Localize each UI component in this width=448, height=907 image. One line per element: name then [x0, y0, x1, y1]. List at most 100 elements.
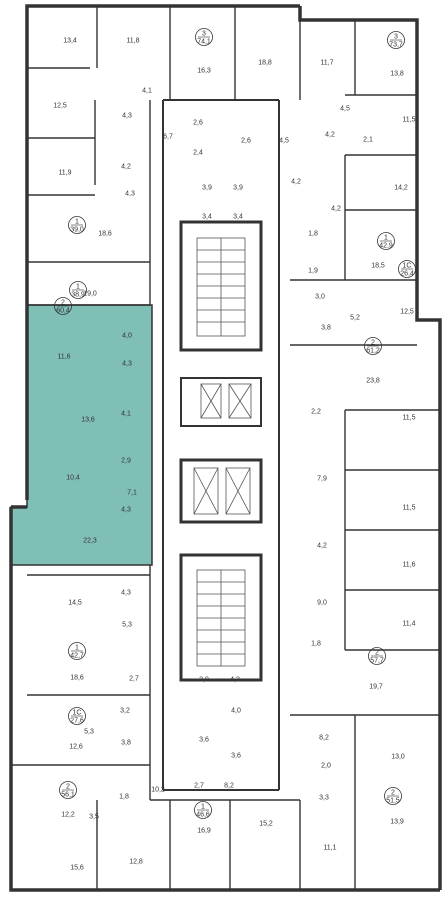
room-area-label: 2,2 — [311, 409, 321, 416]
unit-badge-circle — [377, 232, 395, 250]
room-area-label: 4,1 — [142, 88, 152, 95]
room-area-label: 15,6 — [70, 865, 84, 872]
unit-badge-circle — [194, 801, 212, 819]
room-area-label: 8,2 — [319, 735, 329, 742]
highlighted-apartment-area[interactable] — [10, 304, 153, 566]
room-area-label: 4,5 — [340, 106, 350, 113]
unit-badge-area: 46,6 — [196, 812, 210, 819]
room-area-label: 5,2 — [350, 315, 360, 322]
room-area-label: 5,3 — [84, 729, 94, 736]
room-area-label: 4,3 — [121, 590, 131, 597]
unit-badge-rooms: 1 — [75, 219, 79, 226]
room-area-label: 4,5 — [279, 138, 289, 145]
unit-badge-area: 74,1 — [197, 39, 211, 46]
unit-badge-circle — [54, 297, 72, 315]
room-area-label: 3,3 — [319, 795, 329, 802]
unit-badge-rooms: 1С — [403, 263, 412, 270]
room-area-label: 9,0 — [317, 600, 327, 607]
room-area-label: 2,7 — [194, 783, 204, 790]
room-area-label: 1,8 — [311, 641, 321, 648]
unit-badge-area: 73,7 — [389, 42, 403, 49]
unit-badge-rooms: 2 — [66, 784, 70, 791]
unit-badge-area: 39,0 — [70, 227, 84, 234]
room-area-label: 2,7 — [129, 676, 139, 683]
room-area-label: 11,8 — [126, 38, 139, 45]
unit-badge-rooms: 1 — [384, 235, 388, 242]
room-area-label: 11,5 — [402, 505, 415, 512]
room-area-label: 18,5 — [371, 263, 385, 270]
room-area-label: 12,5 — [400, 309, 414, 316]
highlighted-unit-badge-rooms: 2 — [61, 300, 65, 307]
room-area-label: 14,2 — [394, 185, 408, 192]
room-area-label: 11,7 — [320, 60, 333, 67]
room-area-label: 13,9 — [390, 819, 404, 826]
room-area-label: 14,5 — [68, 600, 82, 607]
unit-badge-area: 27,6 — [70, 718, 84, 725]
unit-badge-circle — [68, 707, 86, 725]
building-outline — [9, 4, 442, 892]
unit-badge-circle — [364, 337, 382, 355]
room-area-label: 12,2 — [61, 812, 75, 819]
room-area-label: 3,9 — [199, 677, 209, 684]
room-area-label: 3,9 — [202, 185, 212, 192]
room-area-label: 2,4 — [193, 150, 203, 157]
unit-badge-rooms: 3 — [202, 31, 206, 38]
highlighted-apartment[interactable] — [10, 304, 153, 566]
room-area-label: 5,3 — [122, 622, 132, 629]
room-area-label: 4,2 — [317, 543, 327, 550]
room-area-label: 11,4 — [402, 621, 415, 628]
room-area-label: 3,0 — [315, 294, 325, 301]
room-area-label: 1,8 — [119, 794, 129, 801]
room-area-label: 3,5 — [89, 814, 99, 821]
corridor-walls — [162, 99, 280, 791]
room-area-label: 19,0 — [83, 291, 97, 298]
room-area-label: 13,4 — [63, 38, 77, 45]
unit-badge-rooms: 1 — [75, 645, 79, 652]
room-area-label: 11,5 — [402, 415, 415, 422]
room-area-label: 18,6 — [98, 231, 112, 238]
room-area-label: 2,9 — [121, 458, 131, 465]
room-area-label: 1,9 — [308, 268, 318, 275]
room-area-label: 4,0 — [122, 333, 132, 340]
unit-badge-circle — [398, 260, 416, 278]
room-area-label: 18,8 — [258, 60, 272, 67]
room-area-label: 3,8 — [321, 325, 331, 332]
room-area-label: 4,1 — [121, 411, 131, 418]
room-area-label: 11,1 — [323, 845, 336, 852]
stairs-and-lifts — [193, 237, 252, 667]
room-area-label: 3,6 — [231, 753, 241, 760]
room-area-label: 3,9 — [233, 185, 243, 192]
room-area-label: 4,2 — [291, 179, 301, 186]
room-area-label: 18,6 — [70, 675, 84, 682]
room-area-label: 2,1 — [363, 137, 373, 144]
room-area-label: 2,0 — [321, 763, 331, 770]
room-area-label: 19,7 — [369, 684, 383, 691]
room-area-label: 2,6 — [193, 120, 203, 127]
room-area-label: 11,6 — [402, 562, 415, 569]
room-area-label: 4,3 — [122, 361, 132, 368]
room-area-label: 15,2 — [259, 821, 273, 828]
room-area-label: 4,3 — [125, 191, 135, 198]
room-area-label: 3,8 — [121, 740, 131, 747]
interior-walls — [11, 6, 440, 890]
room-area-label: 11,6 — [57, 354, 70, 361]
unit-badge-circle — [68, 642, 86, 660]
room-area-label: 3,6 — [199, 737, 209, 744]
room-area-label: 4,0 — [231, 708, 241, 715]
unit-badge-area: 56,1 — [61, 792, 75, 799]
unit-badge-rooms: 2 — [391, 790, 395, 797]
room-area-label: 4,3 — [121, 507, 131, 514]
unit-badge-area: 57,7 — [370, 658, 384, 665]
unit-badge-area: 51,5 — [386, 798, 400, 805]
unit-badge-area: 42,9 — [379, 243, 393, 250]
unit-badge-circle — [195, 28, 213, 46]
room-area-label: 23,8 — [366, 378, 380, 385]
room-area-label: 22,3 — [83, 538, 97, 545]
room-area-label: 13,0 — [391, 754, 405, 761]
highlighted-unit-badge-area: 60,4 — [56, 308, 70, 315]
room-area-label: 6,7 — [163, 134, 173, 141]
room-area-label: 4,2 — [331, 206, 341, 213]
room-area-label: 3,4 — [233, 214, 243, 221]
room-area-label: 12,8 — [129, 859, 143, 866]
